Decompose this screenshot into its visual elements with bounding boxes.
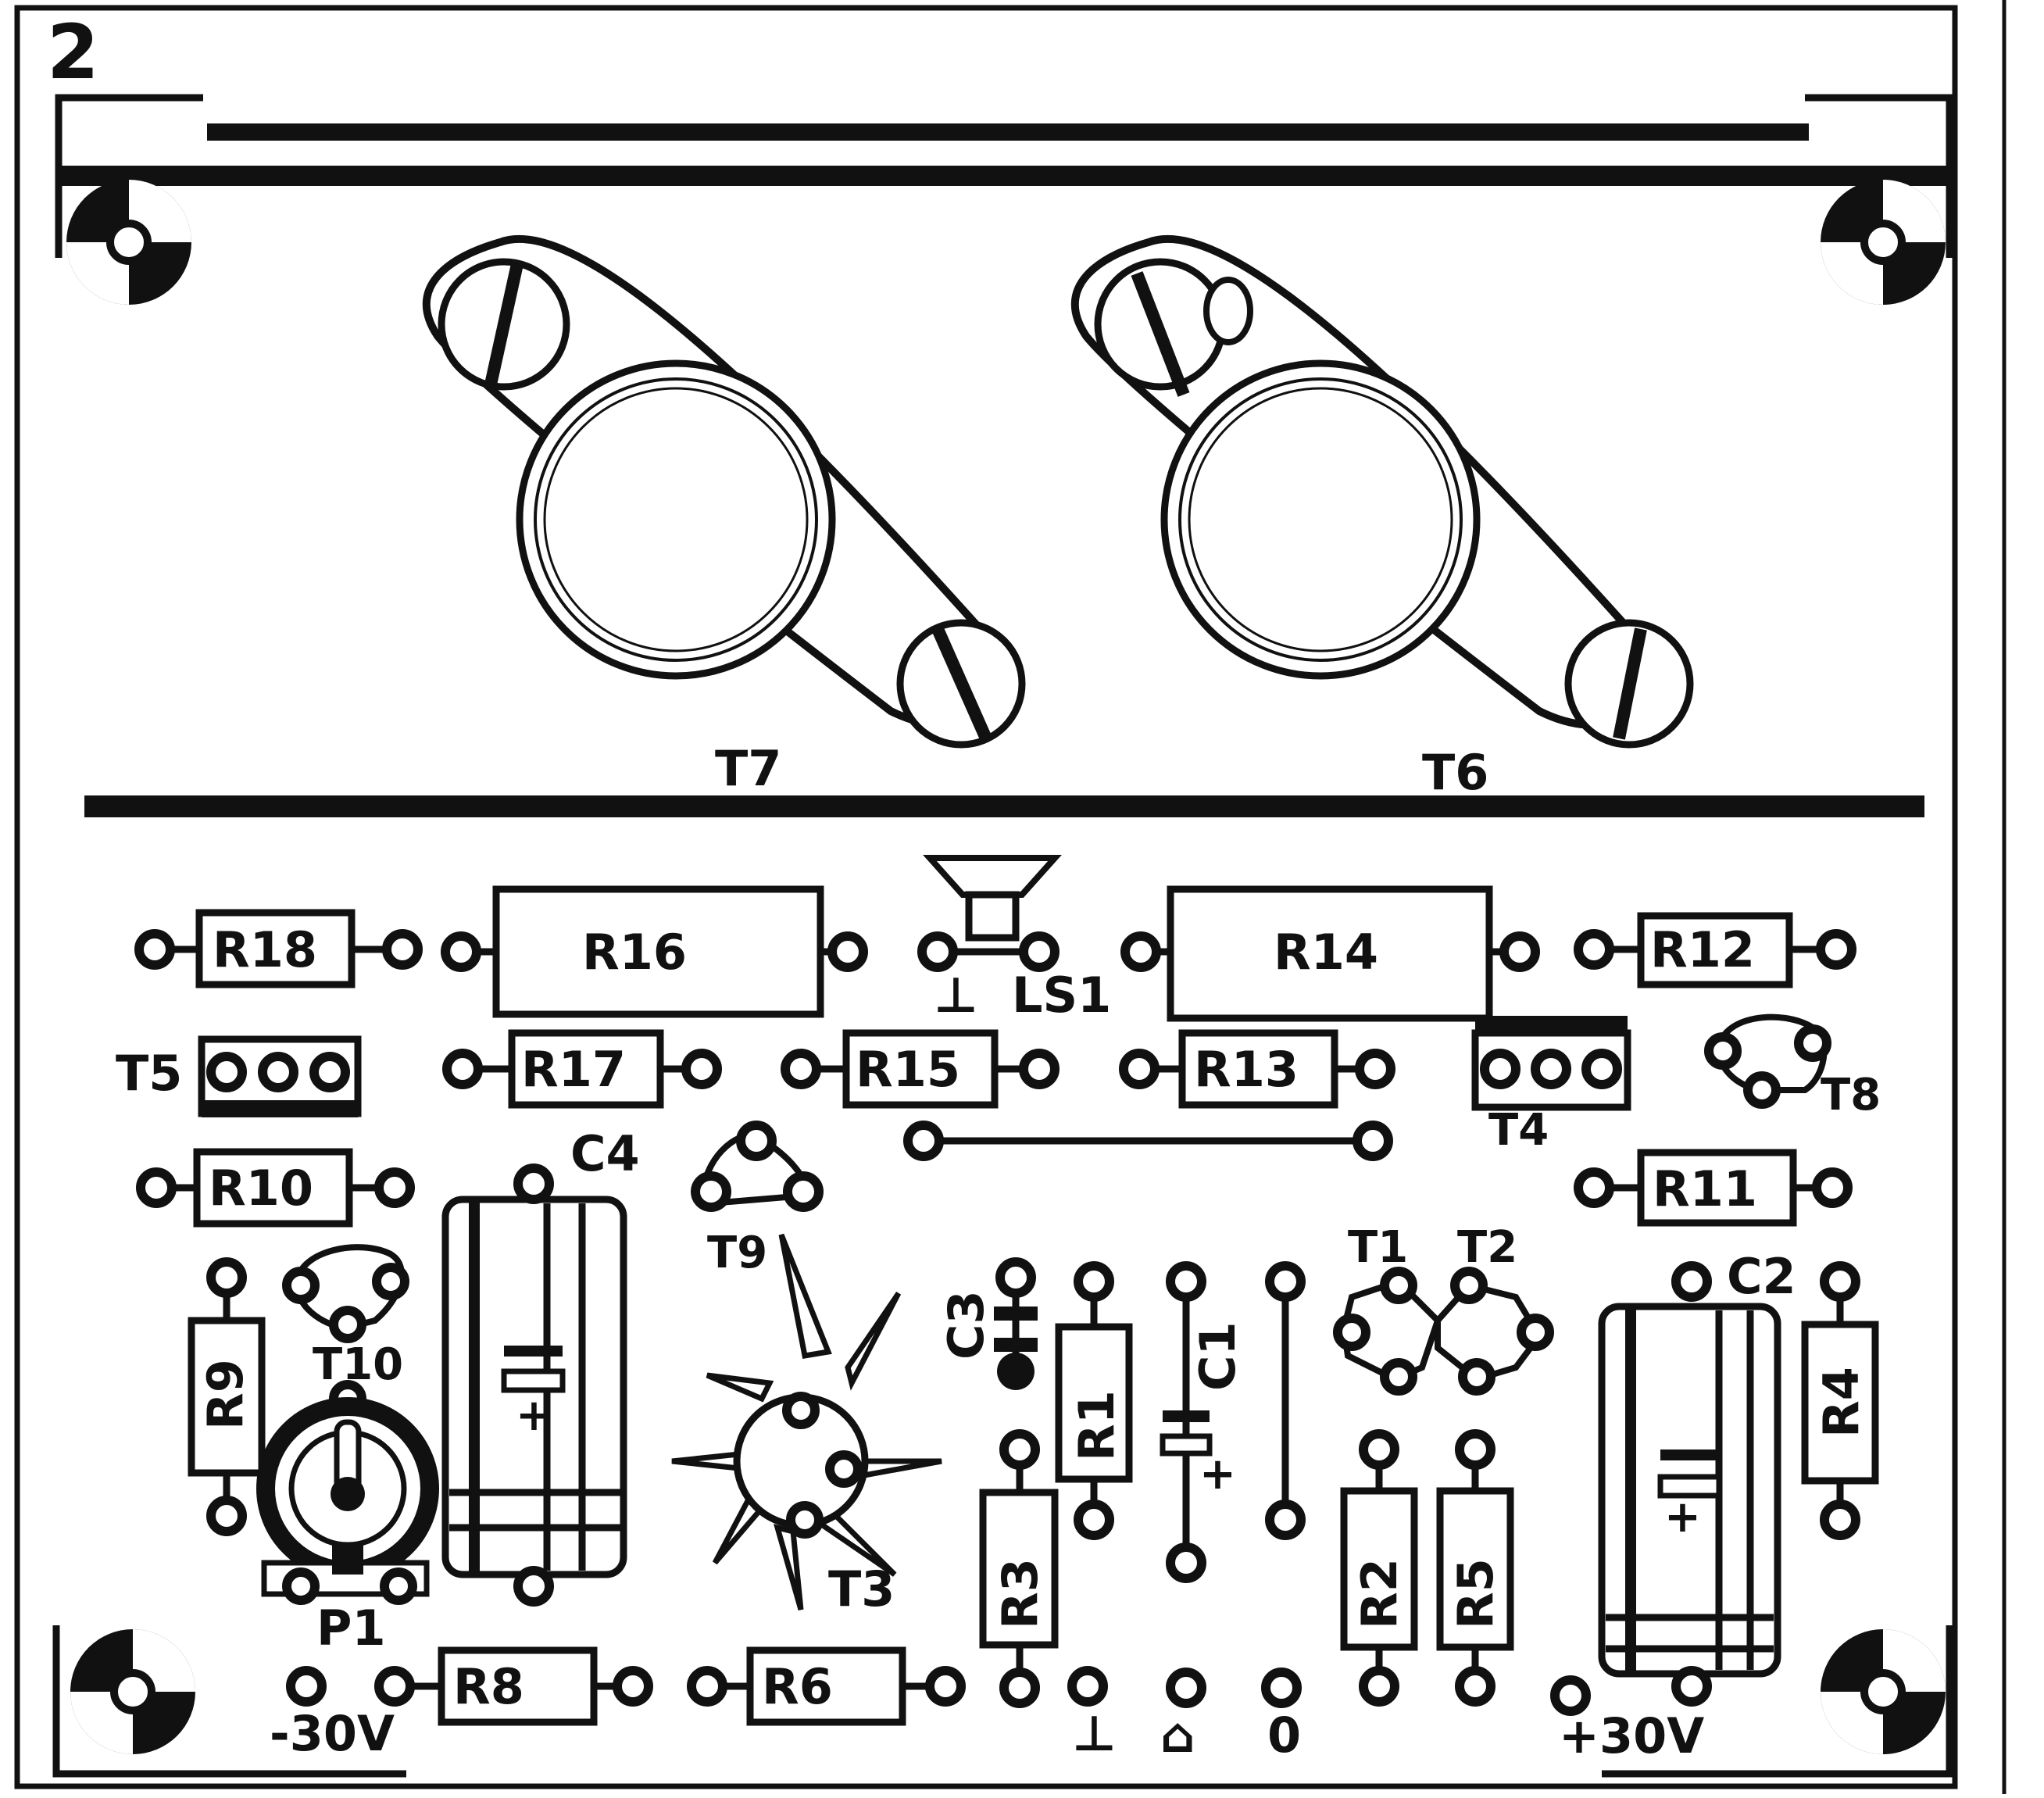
label-r15: R15 [856,1041,960,1098]
label-r1: R1 [1068,1390,1125,1461]
heatsink-rail [84,795,1924,817]
resistor-r17 [442,1029,722,1109]
label-r11: R11 [1653,1160,1757,1217]
label-r10: R10 [209,1160,313,1217]
label-t4: T4 [1488,1105,1549,1156]
label-t3: T3 [828,1560,895,1617]
pad-ground [1067,1666,1108,1707]
resistor-r1 [1055,1261,1133,1540]
label-c3: C3 [938,1290,995,1360]
label-c2-plus: + [1664,1492,1701,1542]
figure-number: 2 [47,9,99,96]
resistor-r15 [781,1029,1060,1109]
label-r5: R5 [1447,1558,1504,1629]
resistor-r14 [1120,885,1540,1022]
mounting-hole-bottom-right [1821,1629,1946,1754]
resistor-r12 [1574,912,1856,988]
capacitor-c2 [1598,1261,1781,1707]
resistor-r4 [1801,1261,1879,1540]
label-r9: R9 [197,1359,254,1430]
label-c4-plus: + [516,1390,552,1441]
label-t9: T9 [707,1228,767,1278]
pad-input [1166,1668,1206,1708]
bracket-bottom-left [52,1625,406,1778]
pad-plus-30v [1550,1675,1591,1716]
label-t7: T7 [715,740,781,797]
terminal-minus-30v: -30V [270,1705,395,1762]
label-r8: R8 [453,1658,524,1715]
resistor-r2 [1340,1429,1418,1707]
resistor-r16 [441,885,868,1018]
label-r12: R12 [1650,921,1755,978]
resistor-r6 [687,1646,966,1726]
mounting-hole-bottom-left [70,1629,195,1754]
terminal-plus-30v: +30V [1559,1707,1704,1764]
capacitor-c3 [994,1257,1038,1390]
terminal-ground: ⊥ [1072,1705,1117,1762]
transistor-t5 [198,1035,362,1117]
transistor-t8 [1704,1013,1831,1109]
label-t10: T10 [313,1339,403,1390]
transistor-t7-to3 [422,234,1026,749]
label-p1: P1 [316,1600,386,1657]
potentiometer-p1 [256,1380,439,1605]
resistor-r3 [979,1429,1059,1708]
label-t6: T6 [1422,744,1488,801]
label-r13: R13 [1194,1041,1299,1098]
capacitor-c4 [441,1164,627,1607]
mounting-hole-top-left [66,180,191,305]
label-t2: T2 [1457,1222,1517,1273]
label-r14: R14 [1274,924,1378,981]
frame [14,5,1958,1789]
pad-zero [1261,1668,1302,1708]
wire-link [903,1121,1393,1161]
terminal-zero: 0 [1267,1707,1301,1764]
transistor-t3-heatsink [671,1233,942,1610]
label-t8: T8 [1821,1070,1881,1121]
resistor-r9 [188,1257,266,1536]
label-r6: R6 [762,1658,833,1715]
label-ls1: LS1 [1012,967,1111,1024]
label-c4: C4 [570,1125,640,1182]
resistor-r13 [1119,1029,1395,1109]
label-c1-plus: + [1199,1449,1236,1500]
label-r18: R18 [213,921,317,978]
resistor-r10 [136,1148,415,1228]
pad-minus-30v [286,1666,327,1707]
label-r3: R3 [992,1558,1049,1629]
label-t5: T5 [116,1045,182,1102]
label-r16: R16 [582,924,687,981]
resistor-r8 [374,1646,653,1726]
wire-link-vertical [1265,1261,1306,1540]
capacitor-c1 [1160,1261,1213,1583]
label-r2: R2 [1351,1558,1408,1629]
label-c1: C1 [1189,1321,1246,1391]
transistor-t9 [691,1121,824,1212]
transistor-t4 [1471,1016,1631,1111]
speaker-ls1 [917,855,1062,972]
terminal-input: ⌂ [1160,1707,1195,1764]
transistor-t10 [282,1244,409,1343]
heatsink-bracket [55,94,1953,258]
resistor-r11 [1574,1149,1853,1227]
label-c2: C2 [1727,1248,1796,1305]
transistors-t1-t2 [1333,1267,1554,1396]
bracket-bottom-right [1602,1625,1953,1778]
resistor-r5 [1436,1429,1514,1707]
label-r4: R4 [1813,1367,1870,1438]
mounting-hole-top-right [1821,180,1946,305]
label-t1: T1 [1348,1222,1408,1273]
label-r17: R17 [521,1041,626,1098]
label-ls1-ground: ⊥ [934,967,978,1024]
transistor-t6-to3 [1070,234,1694,749]
resistor-r18 [134,909,423,988]
